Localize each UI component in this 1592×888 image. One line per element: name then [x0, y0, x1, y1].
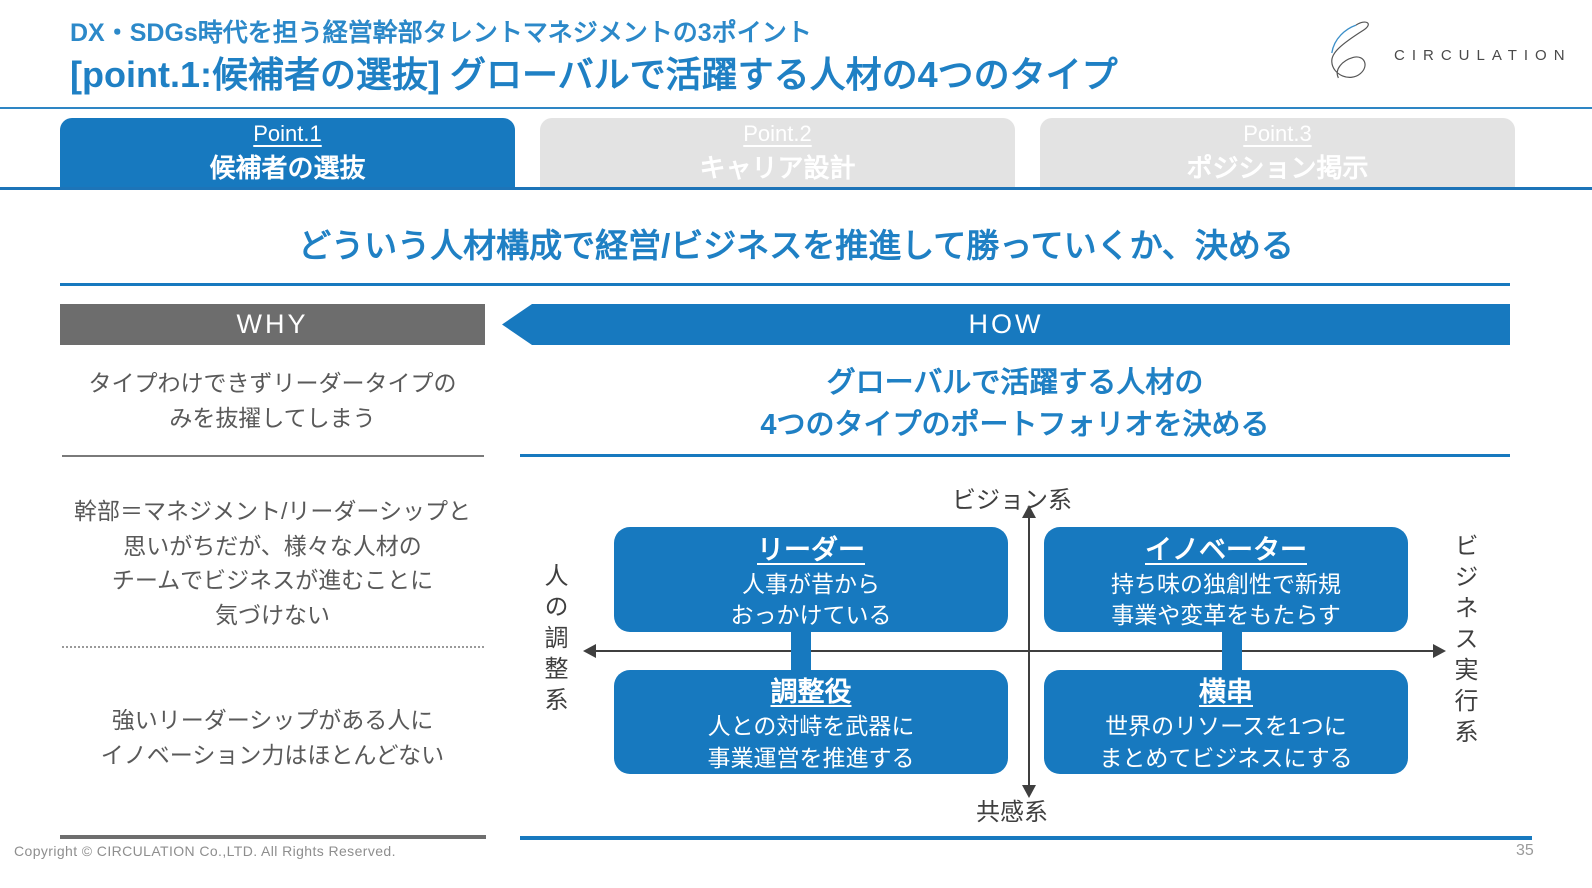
circulation-logo-icon	[1312, 16, 1378, 95]
logo-wordmark: CIRCULATION	[1394, 47, 1572, 64]
arrow-left-icon	[583, 644, 596, 658]
arrow-down-icon	[1022, 785, 1036, 798]
vertical-axis-line	[1028, 517, 1030, 787]
arrow-right-icon	[1433, 644, 1446, 658]
quadrant-title: イノベーター	[1145, 534, 1307, 565]
tab-point3-position-posting[interactable]: Point.3 ポジション掲示	[1040, 118, 1515, 187]
quadrant-cross-connector: 横串 世界のリソースを1つに まとめてビジネスにする	[1044, 670, 1408, 774]
tab-point-number: Point.1	[253, 120, 322, 146]
how-underline	[520, 454, 1510, 457]
axis-label-empathy: 共感系	[976, 799, 1048, 826]
quadrant-body: 持ち味の独創性で新規 事業や変革をもたらす	[1111, 570, 1341, 628]
page-title: [point.1:候補者の選抜] グローバルで活躍する人材の4つのタイプ	[70, 54, 1118, 95]
why-separator-solid	[62, 455, 484, 457]
horizontal-axis-line	[596, 650, 1434, 652]
tab-point1-candidate-selection[interactable]: Point.1 候補者の選抜	[60, 118, 515, 187]
quadrant-connector-right	[1222, 616, 1242, 686]
tab-point2-career-design[interactable]: Point.2 キャリア設計	[540, 118, 1015, 187]
axis-label-vision: ビジョン系	[952, 487, 1072, 514]
footer-rule-blue	[520, 836, 1532, 840]
why-item: 幹部＝マネジメント/リーダーシップと 思いがちだが、様々な人材の チームでビジネ…	[74, 498, 471, 628]
company-logo: CIRCULATION	[1312, 16, 1572, 95]
quadrant-title: リーダー	[757, 534, 865, 565]
tab-point-number: Point.3	[1243, 120, 1312, 146]
header-divider	[0, 107, 1592, 109]
quadrant-innovator: イノベーター 持ち味の独創性で新規 事業や変革をもたらす	[1044, 527, 1408, 632]
tab-label: キャリア設計	[699, 152, 856, 183]
why-separator-dotted	[62, 646, 484, 648]
quadrant-coordinator: 調整役 人との対峙を武器に 事業運営を推進する	[614, 670, 1008, 774]
why-item: タイプわけできずリーダータイプの みを抜擢してしまう	[88, 370, 457, 431]
main-heading: どういう人材構成で経営/ビジネスを推進して勝っていくか、決める	[298, 227, 1294, 264]
tab-label: ポジション掲示	[1186, 152, 1369, 183]
tab-point-number: Point.2	[743, 120, 812, 146]
heading-underline	[60, 283, 1510, 286]
axis-label-business-execution: ビジネス実行系	[1450, 533, 1477, 750]
page-number: 35	[1516, 842, 1534, 859]
tab-label: 候補者の選抜	[209, 152, 366, 183]
quadrant-body: 人事が昔から おっかけている	[730, 570, 892, 628]
quadrant-title: 調整役	[770, 677, 852, 708]
why-item: 強いリーダーシップがある人に イノベーション力はほとんどない	[100, 707, 445, 768]
why-banner: WHY	[60, 304, 485, 345]
arrow-up-icon	[1022, 505, 1036, 518]
footer-rule-gray	[60, 835, 486, 839]
quadrant-leader: リーダー 人事が昔から おっかけている	[614, 527, 1008, 632]
quadrant-connector-left	[791, 616, 811, 686]
slide-subtitle: DX・SDGs時代を担う経営幹部タレントマネジメントの3ポイント	[70, 19, 812, 47]
axis-label-people-coordination: 人の調整系	[540, 563, 567, 718]
tabs-divider	[0, 187, 1592, 190]
copyright-text: Copyright © CIRCULATION Co.,LTD. All Rig…	[14, 843, 396, 859]
how-banner: HOW	[502, 304, 1510, 345]
quadrant-body: 人との対峙を武器に 事業運営を推進する	[707, 713, 915, 771]
quadrant-body: 世界のリソースを1つに まとめてビジネスにする	[1099, 713, 1353, 771]
quadrant-title: 横串	[1199, 677, 1253, 708]
how-description: グローバルで活躍する人材の 4つのタイプのポートフォリオを決める	[760, 367, 1270, 442]
